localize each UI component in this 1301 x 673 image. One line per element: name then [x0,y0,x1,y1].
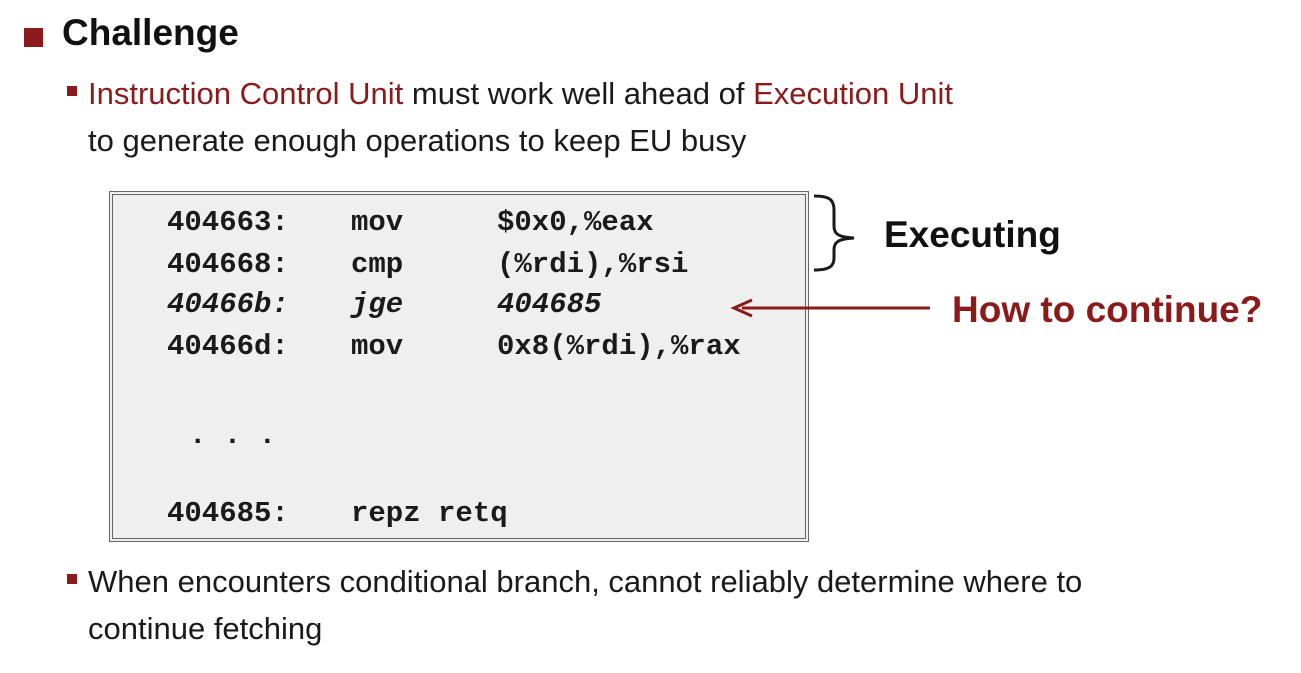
bullet-1-marker-icon [67,86,77,96]
slide-heading: Challenge [62,12,239,53]
bullet-2-marker-icon [67,574,77,584]
code-row-1-opcode: mov [351,206,404,239]
executing-label: Executing [884,214,1061,255]
bullet-2-line-1: When encounters conditional branch, cann… [88,564,1083,599]
code-row-2-address: 404668: [167,248,289,281]
heading-bullet-icon [24,28,43,47]
term-execution-unit: Execution Unit [753,76,953,111]
bullet-1-line-2: to generate enough operations to keep EU… [88,123,747,158]
code-ellipsis: . . . [189,419,277,452]
code-row-4-address: 40466d: [167,330,289,363]
bullet-1-connector-text: must work well ahead of [403,76,754,111]
code-row-3-address: 40466b: [167,288,289,321]
bullet-2-line-2: continue fetching [88,611,323,646]
code-row-3-operands: 404685 [497,288,602,321]
executing-brace-icon [813,194,855,272]
bullet-1-line-1: Instruction Control Unit must work well … [88,75,953,113]
code-row-2-opcode: cmp [351,248,404,281]
code-last-row-opcode: repz retq [351,497,508,530]
code-row-4-operands: 0x8(%rdi),%rax [497,330,741,363]
how-to-continue-label: How to continue? [952,289,1263,330]
code-last-row-address: 404685: [167,497,289,530]
code-row-4-opcode: mov [351,330,404,363]
code-row-2-operands: (%rdi),%rsi [497,248,689,281]
code-row-1-operands: $0x0,%eax [497,206,654,239]
code-row-3-opcode: jge [351,288,404,321]
term-instruction-control-unit: Instruction Control Unit [88,76,404,111]
code-row-1-address: 404663: [167,206,289,239]
assembly-code-box: 404663: mov $0x0,%eax 404668: cmp (%rdi)… [109,191,809,542]
